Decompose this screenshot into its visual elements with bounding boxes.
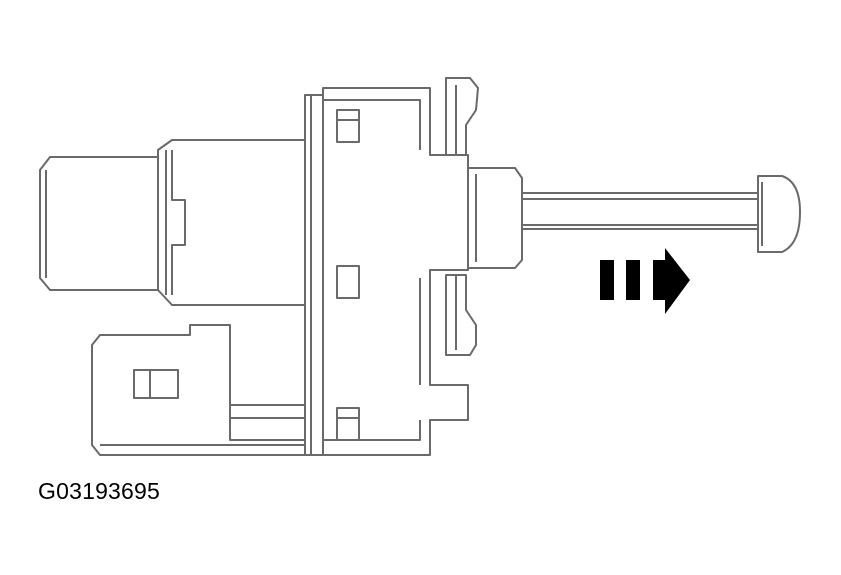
front-housing — [322, 87, 469, 456]
figure-id: G03193695 — [38, 478, 161, 504]
connector-housing — [91, 324, 306, 456]
mounting-flange — [304, 94, 324, 456]
lower-retaining-clip — [445, 274, 477, 356]
switch-rear-barrel — [39, 156, 159, 291]
lower-window — [336, 407, 360, 441]
plunger-tip — [757, 175, 801, 253]
plunger-guide — [467, 167, 523, 269]
switch-body — [157, 139, 306, 306]
connector-latch — [133, 369, 179, 399]
plunger-shaft — [521, 192, 763, 230]
middle-window — [336, 265, 360, 299]
upper-window — [336, 109, 360, 143]
direction-arrow-icon — [600, 248, 690, 314]
upper-retaining-clip — [445, 77, 479, 156]
